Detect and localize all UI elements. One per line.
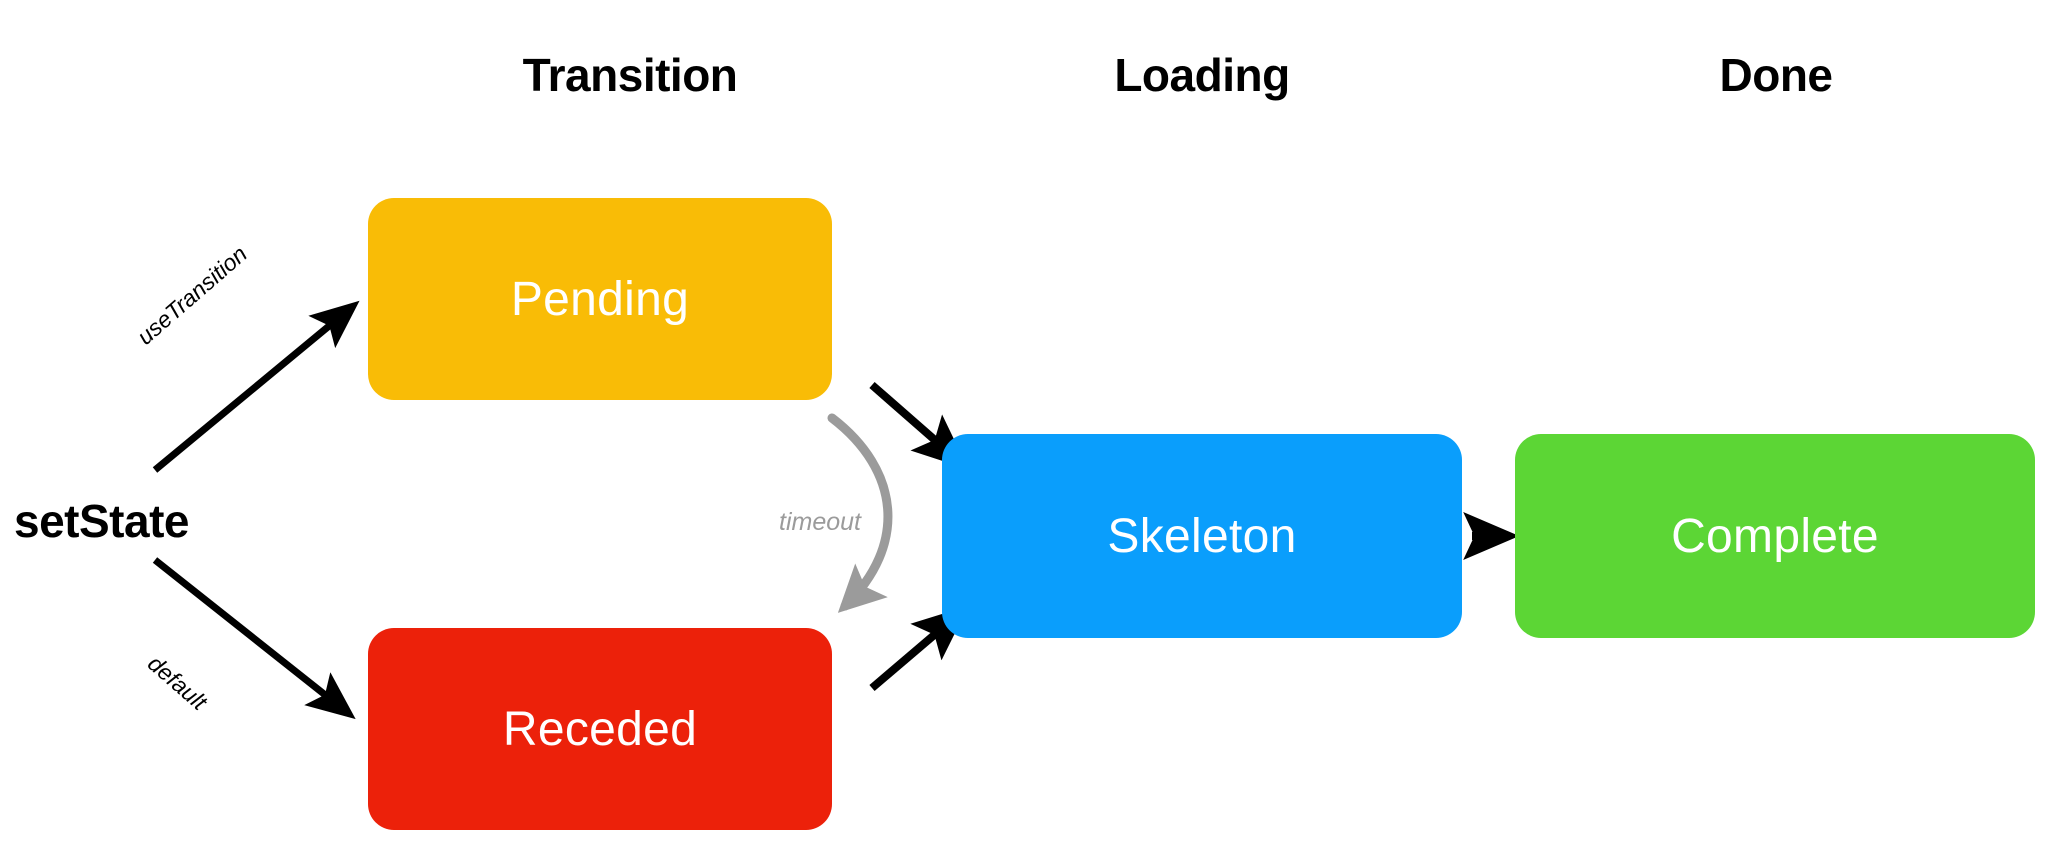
state-node-receded[interactable]: Receded [368, 628, 832, 830]
state-node-pending[interactable]: Pending [368, 198, 832, 400]
state-node-skeleton[interactable]: Skeleton [942, 434, 1462, 638]
column-header-done: Done [1719, 49, 1834, 101]
state-node-pending-label: Pending [510, 272, 690, 326]
edge-label-usetransition: useTransition [132, 240, 252, 350]
state-node-complete[interactable]: Complete [1515, 434, 2035, 638]
state-node-receded-label: Receded [502, 702, 698, 756]
source-label-setstate: setState [14, 495, 189, 547]
edge-label-default: default [142, 650, 213, 715]
edge-label-timeout: timeout [779, 508, 861, 536]
state-node-complete-label: Complete [1671, 509, 1879, 563]
edge-setstate-pending [152, 300, 360, 473]
state-node-skeleton-label: Skeleton [1107, 509, 1297, 563]
column-header-loading: Loading [1114, 49, 1290, 101]
column-header-transition: Transition [522, 49, 738, 101]
